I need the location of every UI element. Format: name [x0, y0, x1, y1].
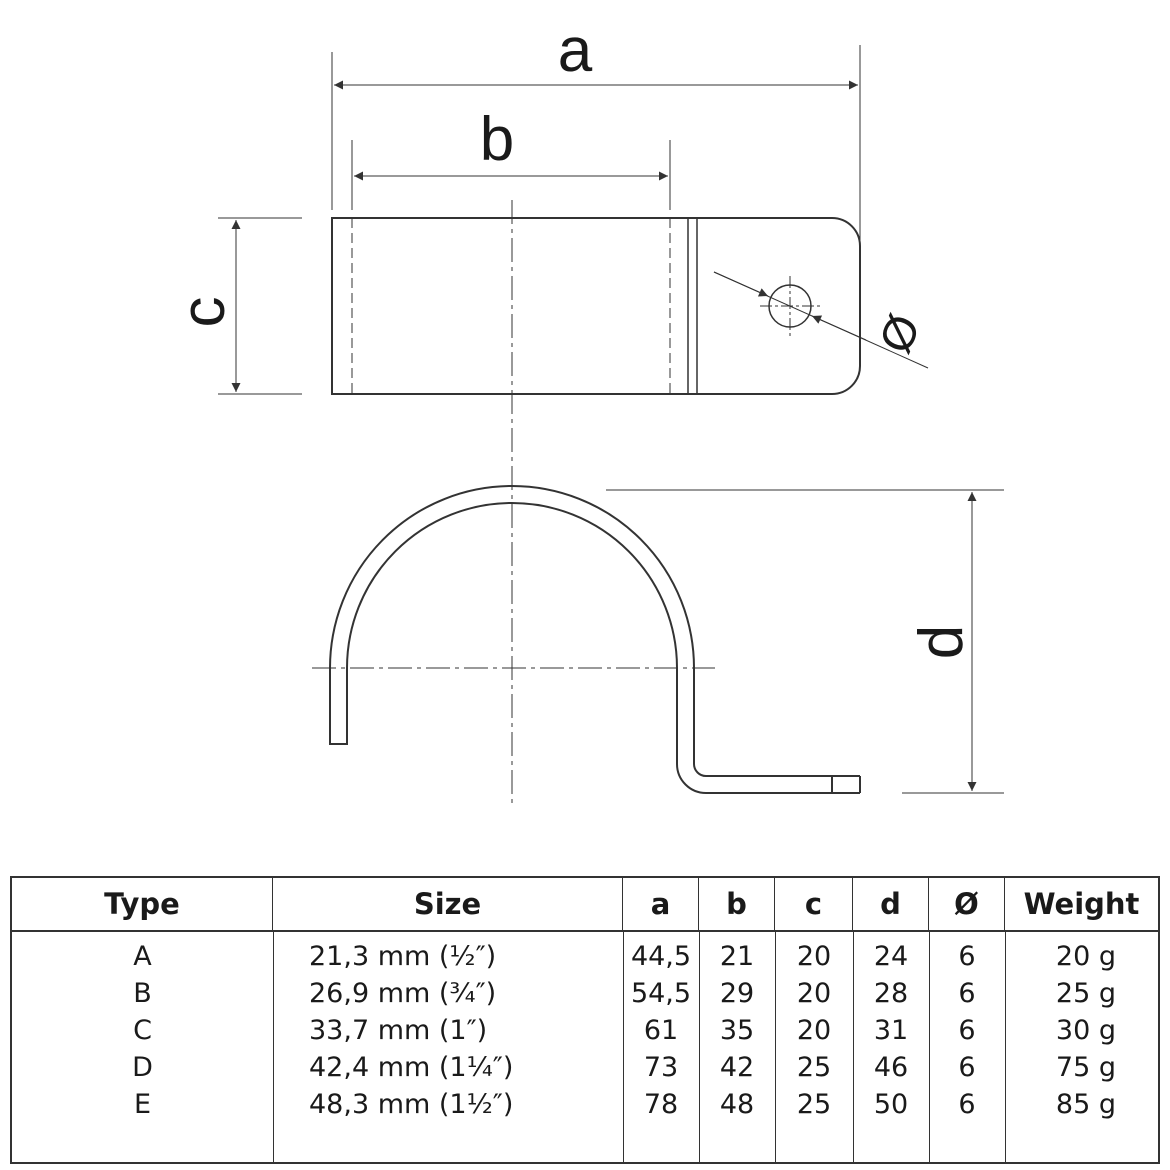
- plate-outline: [331, 217, 861, 395]
- header-weight: Weight: [1023, 887, 1140, 921]
- cell-a: 54,5: [630, 978, 692, 1009]
- dimension-c: [218, 217, 302, 395]
- cell-c: 25: [796, 1052, 832, 1083]
- cell-size: 26,9 mm (¾″): [309, 978, 497, 1009]
- technical-drawing: a b c Ø d: [169, 16, 1004, 805]
- cell-weight: 85 g: [1055, 1089, 1116, 1120]
- cell-d: 24: [873, 941, 909, 972]
- cell-b: 48: [719, 1089, 755, 1120]
- cell-size: 48,3 mm (1½″): [309, 1089, 514, 1120]
- header-size: Size: [273, 878, 623, 930]
- label-a: a: [558, 16, 593, 85]
- cell-c: 20: [796, 1015, 832, 1046]
- header-a: a: [623, 878, 699, 930]
- cell-weight: 20 g: [1055, 941, 1116, 972]
- cell-a: 78: [643, 1089, 679, 1120]
- dimension-d: [606, 489, 1004, 794]
- cell-c: 20: [796, 941, 832, 972]
- cell-diameter: 6: [958, 978, 976, 1009]
- cell-diameter: 6: [958, 1052, 976, 1083]
- dimension-diameter: [713, 271, 929, 369]
- label-d: d: [907, 625, 976, 659]
- cell-diameter: 6: [958, 1015, 976, 1046]
- cell-type: A: [133, 941, 152, 972]
- cell-d: 31: [873, 1015, 909, 1046]
- clamp-profile: [329, 485, 833, 794]
- cell-d: 28: [873, 978, 909, 1009]
- cell-c: 25: [796, 1089, 832, 1120]
- cell-b: 21: [719, 941, 755, 972]
- dimension-a: [331, 45, 861, 240]
- cell-a: 61: [643, 1015, 679, 1046]
- header-b: b: [699, 878, 775, 930]
- cell-size: 21,3 mm (½″): [309, 941, 497, 972]
- cell-d: 50: [873, 1089, 909, 1120]
- header-divider: [12, 930, 1158, 932]
- header-type: Type: [12, 878, 273, 930]
- cell-d: 46: [873, 1052, 909, 1083]
- label-diameter: Ø: [868, 307, 930, 361]
- cell-size: 42,4 mm (1¼″): [309, 1052, 514, 1083]
- cell-type: B: [133, 978, 152, 1009]
- header-diameter: Ø: [929, 878, 1005, 930]
- label-b: b: [480, 105, 514, 174]
- side-view: [329, 485, 861, 794]
- cell-type: E: [133, 1089, 152, 1120]
- cell-b: 42: [719, 1052, 755, 1083]
- top-view: [331, 217, 861, 395]
- label-c: c: [169, 297, 238, 328]
- dimension-b: [351, 140, 671, 210]
- header-c: c: [775, 878, 853, 930]
- cell-diameter: 6: [958, 1089, 976, 1120]
- cell-diameter: 6: [958, 941, 976, 972]
- cell-b: 35: [719, 1015, 755, 1046]
- cell-size: 33,7 mm (1″): [309, 1015, 488, 1046]
- cell-type: C: [133, 1015, 152, 1046]
- cell-weight: 25 g: [1055, 978, 1116, 1009]
- cell-weight: 75 g: [1055, 1052, 1116, 1083]
- cell-b: 29: [719, 978, 755, 1009]
- cell-type: D: [132, 1052, 153, 1083]
- spec-table: Type Size a b c d Ø Weight A 21,3 mm (½″…: [10, 876, 1160, 1164]
- header-d: d: [853, 878, 929, 930]
- cell-a: 73: [643, 1052, 679, 1083]
- cell-a: 44,5: [630, 941, 692, 972]
- cell-c: 20: [796, 978, 832, 1009]
- cell-weight: 30 g: [1055, 1015, 1116, 1046]
